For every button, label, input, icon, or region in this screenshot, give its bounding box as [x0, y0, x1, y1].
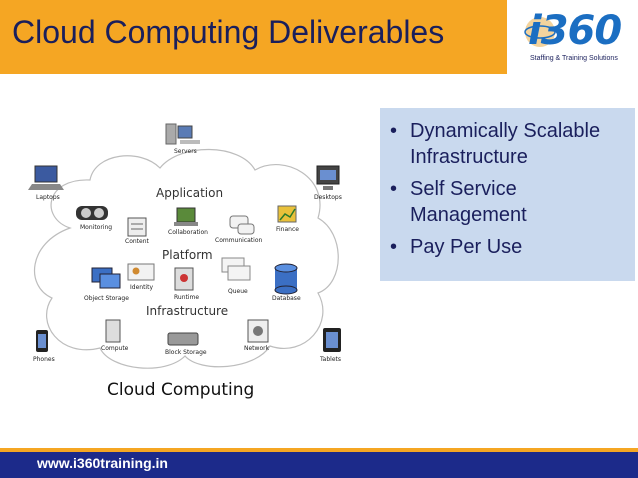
- network-icon: [247, 319, 269, 343]
- finance-icon: [277, 205, 297, 223]
- communication-icon: [229, 215, 255, 235]
- label-laptops: Laptops: [36, 194, 60, 201]
- label-compute: Compute: [101, 345, 129, 352]
- bullet-list-box: Dynamically Scalable Infrastructure Self…: [380, 108, 635, 281]
- block-storage-icon: [167, 332, 199, 346]
- diagram-caption: Cloud Computing: [107, 380, 255, 400]
- label-runtime: Runtime: [174, 294, 200, 301]
- server-icon: [165, 123, 200, 145]
- layer-platform: Platform: [162, 248, 213, 262]
- label-desktops: Desktops: [314, 194, 342, 201]
- footer-url: www.i360training.in: [37, 455, 168, 471]
- label-queue: Queue: [228, 288, 248, 295]
- layer-infrastructure: Infrastructure: [146, 304, 229, 318]
- phone-icon: [36, 330, 48, 352]
- collaboration-icon: [174, 207, 198, 226]
- layer-application: Application: [156, 186, 224, 200]
- label-identity: Identity: [130, 284, 153, 291]
- monitoring-icon: [76, 206, 108, 220]
- object-storage-icon: [91, 267, 121, 289]
- label-block-storage: Block Storage: [165, 349, 207, 356]
- slide-title: Cloud Computing Deliverables: [12, 14, 445, 50]
- bullet-item: Self Service Management: [380, 176, 635, 228]
- label-database: Database: [272, 295, 301, 302]
- label-collaboration: Collaboration: [168, 229, 208, 236]
- tablet-icon: [323, 328, 341, 352]
- cloud-diagram: Servers Laptops Desktops Phones Tablets …: [0, 108, 372, 408]
- compute-icon: [105, 319, 121, 343]
- content-icon: [127, 217, 147, 237]
- bullet-item: Dynamically Scalable Infrastructure: [380, 118, 635, 170]
- identity-icon: [127, 263, 155, 281]
- title-bar: Cloud Computing Deliverables: [0, 0, 507, 74]
- logo-tagline: Staffing & Training Solutions: [530, 55, 618, 62]
- database-icon: [274, 263, 298, 295]
- desktop-icon: [316, 165, 340, 190]
- label-phones: Phones: [33, 356, 55, 363]
- queue-icon: [221, 257, 251, 281]
- label-communication: Communication: [215, 237, 263, 244]
- footer-accent-line: [0, 448, 638, 452]
- laptop-icon: [28, 165, 64, 190]
- label-content: Content: [125, 238, 149, 245]
- bullet-item: Pay Per Use: [380, 234, 635, 260]
- label-network: Network: [244, 345, 270, 352]
- logo-globe-icon: [524, 17, 556, 47]
- label-servers: Servers: [174, 148, 197, 155]
- label-object-storage: Object Storage: [84, 295, 129, 302]
- runtime-icon: [174, 267, 194, 291]
- label-tablets: Tablets: [320, 356, 341, 363]
- logo-brand: i360: [528, 8, 622, 54]
- label-monitoring: Monitoring: [80, 224, 113, 231]
- label-finance: Finance: [276, 226, 299, 233]
- footer-bar: [0, 448, 638, 478]
- cloud-shape-icon: [28, 123, 341, 369]
- company-logo: i360 Staffing & Training Solutions: [520, 8, 630, 68]
